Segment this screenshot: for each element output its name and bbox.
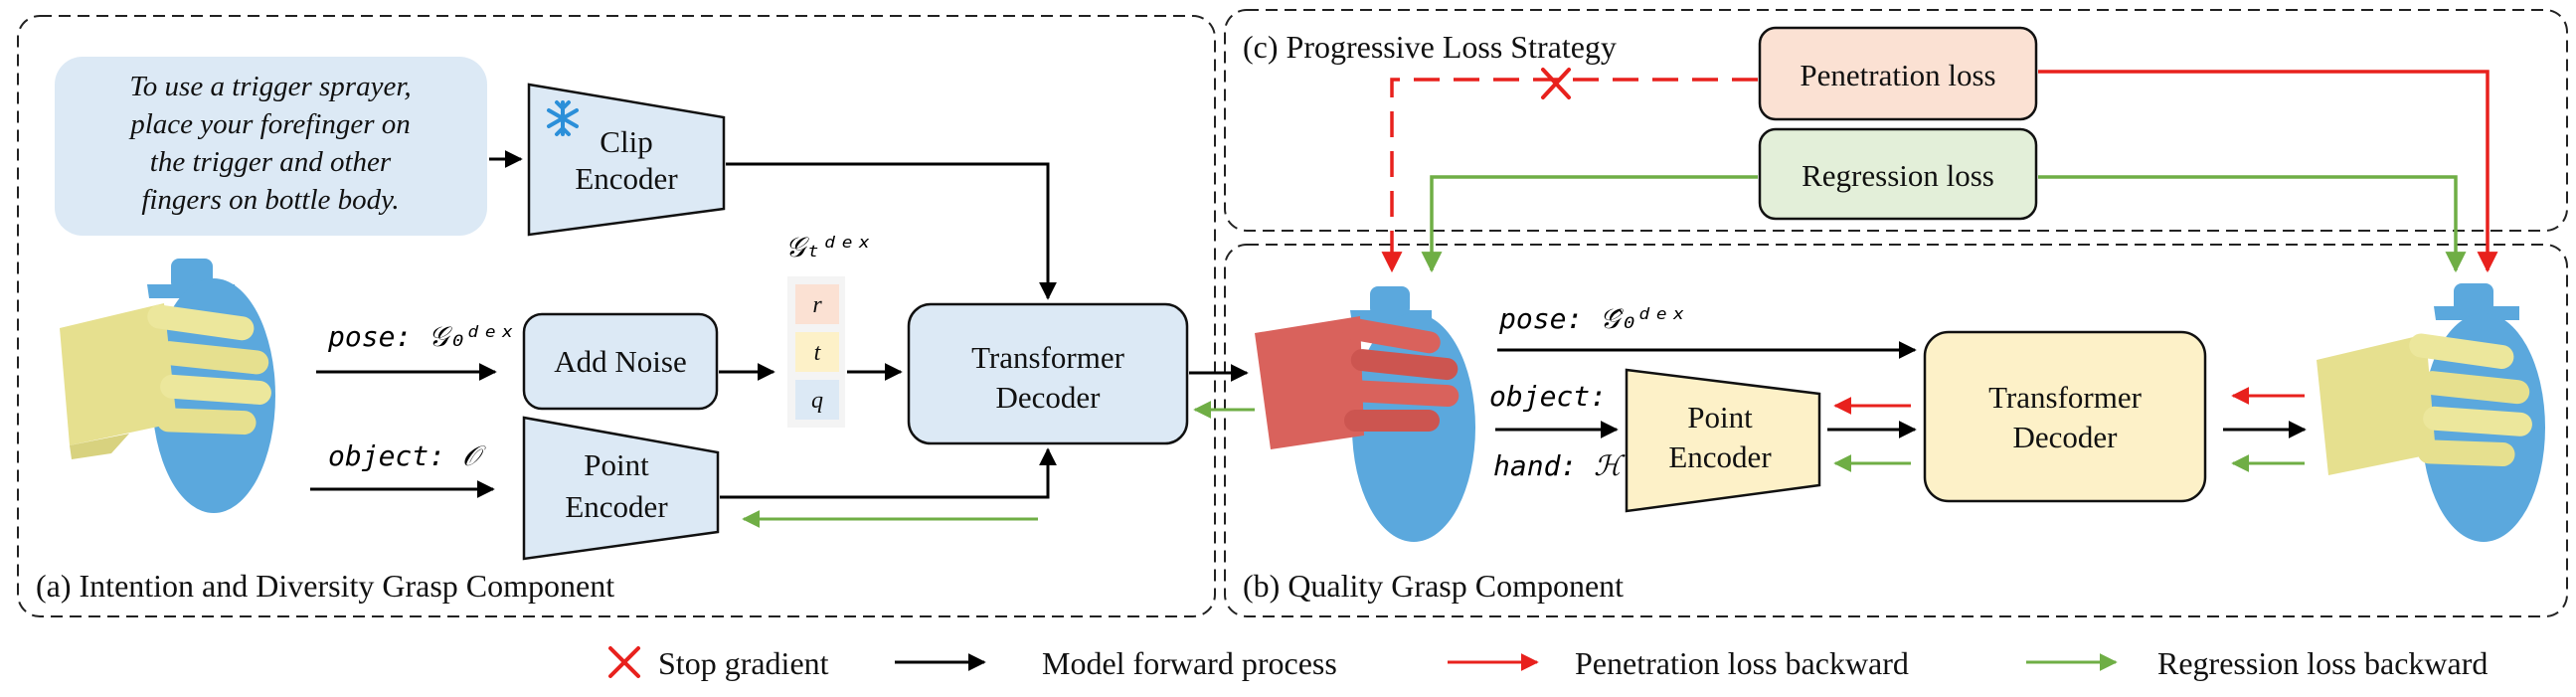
- regression-backward-arrows-a: [742, 401, 1255, 528]
- regression-backward-path-right: [2038, 175, 2467, 273]
- instruction-line-4: fingers on bottle body.: [141, 184, 399, 216]
- object-input-label-a: object: 𝒪: [328, 439, 486, 472]
- penetration-loss-box: [1758, 26, 2038, 121]
- add-noise-label: Add Noise: [554, 344, 686, 379]
- instruction-line-1: To use a trigger sprayer,: [129, 71, 411, 102]
- legend-regression-label: Regression loss backward: [2157, 645, 2488, 681]
- transformer-b-label-1: Transformer: [1988, 380, 2143, 415]
- penetration-backward-arrows-b: [1833, 387, 2305, 415]
- regression-loss-label: Regression loss: [1802, 158, 1994, 193]
- hand-object-b-refined: [2317, 283, 2545, 542]
- panel-a-title: (a) Intention and Diversity Grasp Compon…: [36, 568, 614, 604]
- penetration-backward-path: [2038, 70, 2498, 273]
- penetration-loss-label: Penetration loss: [1800, 58, 1995, 92]
- token-t-label: t: [814, 340, 822, 366]
- transformer-b-label-2: Decoder: [2013, 420, 2119, 454]
- hand-input-label-b: hand: ℋ: [1493, 449, 1626, 482]
- regression-loss-box: [1758, 127, 2038, 221]
- panel-b-title: (b) Quality Grasp Component: [1243, 568, 1624, 604]
- panel-c-title: (c) Progressive Loss Strategy: [1243, 29, 1617, 65]
- penetration-stopped-path: [1381, 78, 1758, 273]
- token-q: [795, 380, 839, 420]
- instruction-line-3: the trigger and other: [150, 146, 392, 178]
- clip-encoder-label-2: Encoder: [575, 161, 678, 196]
- token-r: [795, 284, 839, 324]
- hand-object-a: [60, 259, 275, 513]
- forward-arrows-a: [310, 150, 1249, 499]
- object-input-label-b: object: 𝒪: [1489, 380, 1647, 413]
- point-encoder-a: [522, 416, 720, 561]
- hand-object-b-penetrating: [1255, 286, 1475, 542]
- transformer-decoder-a: [907, 302, 1189, 445]
- token-q-label: q: [811, 388, 823, 414]
- regression-backward-path-left: [1421, 175, 1758, 273]
- panel-b-frame: [1224, 244, 2568, 617]
- instruction-bubble: [55, 57, 487, 236]
- point-encoder-b-label-1: Point: [1687, 400, 1753, 435]
- transformer-a-label-2: Decoder: [996, 380, 1102, 415]
- snowflake-icon: [547, 100, 579, 136]
- point-encoder-b-label-2: Encoder: [1668, 439, 1772, 474]
- transformer-a-label-1: Transformer: [971, 340, 1125, 375]
- stop-gradient-x-icon: [1541, 68, 1571, 99]
- token-r-label: r: [812, 292, 822, 318]
- panel-a-frame: [17, 15, 1216, 617]
- clip-encoder: [527, 83, 726, 237]
- point-encoder-a-label-1: Point: [584, 447, 649, 482]
- legend-forward-label: Model forward process: [1042, 645, 1337, 681]
- clip-encoder-label-1: Clip: [600, 124, 652, 159]
- panel-c-frame: [1224, 9, 2568, 232]
- legend: Stop gradient Model forward process Pene…: [608, 645, 2488, 681]
- point-encoder-a-label-2: Encoder: [565, 489, 668, 524]
- forward-arrows-b: [1495, 341, 2307, 438]
- token-t: [795, 332, 839, 372]
- legend-penetration-label: Penetration loss backward: [1575, 645, 1909, 681]
- noisy-pose-label: 𝒢ₜᵈᵉˣ: [785, 231, 872, 263]
- pose-input-label-a: pose: 𝒢₀ᵈᵉˣ: [327, 320, 516, 353]
- pose-input-label-b: pose: 𝒢̂₀ᵈᵉˣ: [1498, 302, 1687, 335]
- legend-stop-gradient-label: Stop gradient: [658, 645, 829, 681]
- instruction-line-2: place your forefinger on: [128, 108, 411, 140]
- transformer-decoder-b: [1923, 330, 2207, 503]
- add-noise-box: [522, 312, 719, 411]
- point-encoder-b: [1625, 368, 1821, 513]
- legend-stop-gradient-icon: [608, 646, 640, 678]
